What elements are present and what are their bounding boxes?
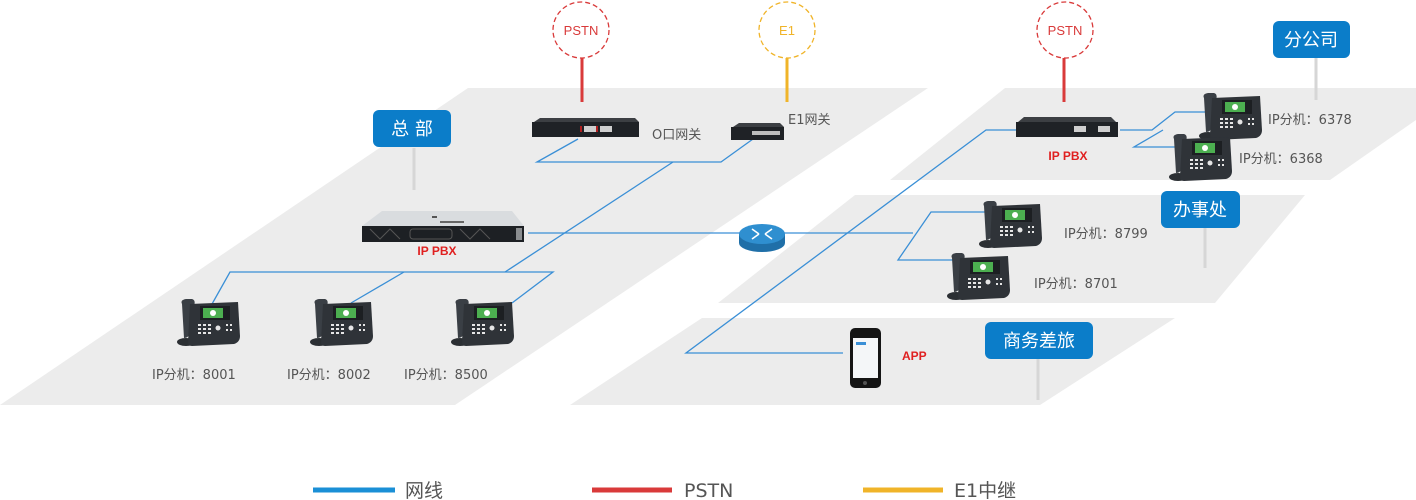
hq-phone-8002-label: IP分机：8002	[287, 368, 371, 383]
pstn-circle-branch: PSTN	[1036, 1, 1094, 59]
trunk-lines	[580, 58, 1066, 102]
cable-phone-bus	[202, 271, 555, 321]
hq-phone-8001	[177, 299, 240, 346]
branch-ip-pbx-device	[1016, 117, 1118, 137]
branch-phone-6368	[1169, 134, 1232, 181]
legend-network-label: 网线	[405, 480, 443, 500]
fxo-gateway-device	[532, 118, 639, 137]
office-phone-8701	[947, 253, 1010, 300]
hq-phone-8500-label: IP分机：8500	[404, 368, 488, 383]
legend-item-pstn: PSTN	[592, 480, 733, 500]
cable-branch-to-app	[684, 129, 1016, 354]
branch-phone-6378-label: IP分机：6378	[1268, 113, 1352, 128]
tag-office-label: 办事处	[1173, 200, 1227, 221]
office-panel	[718, 195, 1305, 303]
legend-item-network: 网线	[313, 480, 443, 500]
mobile-phone-icon	[850, 328, 881, 388]
legend-e1-label: E1中继	[954, 480, 1016, 500]
cable-office-phones	[896, 211, 1018, 261]
router-icon	[739, 224, 785, 252]
tag-headquarters-label: 总 部	[391, 119, 433, 140]
office-phone-8799-label: IP分机：8799	[1064, 227, 1148, 242]
tag-branch: 分公司	[1273, 21, 1350, 58]
cable-gateways	[534, 138, 754, 163]
cable-branch-phones	[1120, 111, 1208, 131]
branch-phone-6368-label: IP分机：6368	[1239, 152, 1323, 167]
hq-phone-8002	[310, 299, 373, 346]
fxo-gateway-label: O口网关	[652, 128, 701, 143]
branch-pbx-label: IP PBX	[1048, 149, 1087, 163]
hq-ip-pbx-server	[362, 211, 524, 242]
tag-travel-label: 商务差旅	[1003, 331, 1075, 352]
cable-gateway-to-phones	[504, 161, 674, 273]
tag-stems	[412, 56, 1318, 400]
tag-office: 办事处	[1161, 191, 1240, 228]
tag-travel: 商务差旅	[985, 322, 1093, 359]
cable-phone-8002	[350, 271, 405, 304]
office-phone-8799	[979, 201, 1042, 248]
app-label: APP	[902, 349, 927, 363]
hq-pbx-label: IP PBX	[417, 244, 456, 258]
network-cables	[202, 111, 1208, 354]
branch-phone-6378	[1199, 93, 1262, 140]
e1-gateway-device	[731, 123, 784, 140]
e1-circle-hq-label: E1	[779, 23, 795, 38]
tag-headquarters: 总 部	[373, 110, 451, 147]
cable-branch-phone2	[1131, 129, 1176, 148]
tag-branch-label: 分公司	[1284, 30, 1338, 51]
pstn-circle-branch-label: PSTN	[1048, 23, 1083, 38]
legend-item-e1: E1中继	[863, 480, 1016, 500]
e1-circle-hq: E1	[758, 1, 816, 59]
legend: 网线 PSTN E1中继	[313, 480, 1016, 500]
office-phone-8701-label: IP分机：8701	[1034, 277, 1118, 292]
branch-panel	[890, 88, 1416, 180]
pstn-circle-hq: PSTN	[552, 1, 610, 59]
legend-pstn-label: PSTN	[684, 480, 733, 500]
hq-phone-8001-label: IP分机：8001	[152, 368, 236, 383]
pstn-circle-hq-label: PSTN	[564, 23, 599, 38]
e1-gateway-label: E1网关	[788, 113, 831, 128]
hq-phone-8500	[451, 299, 514, 346]
